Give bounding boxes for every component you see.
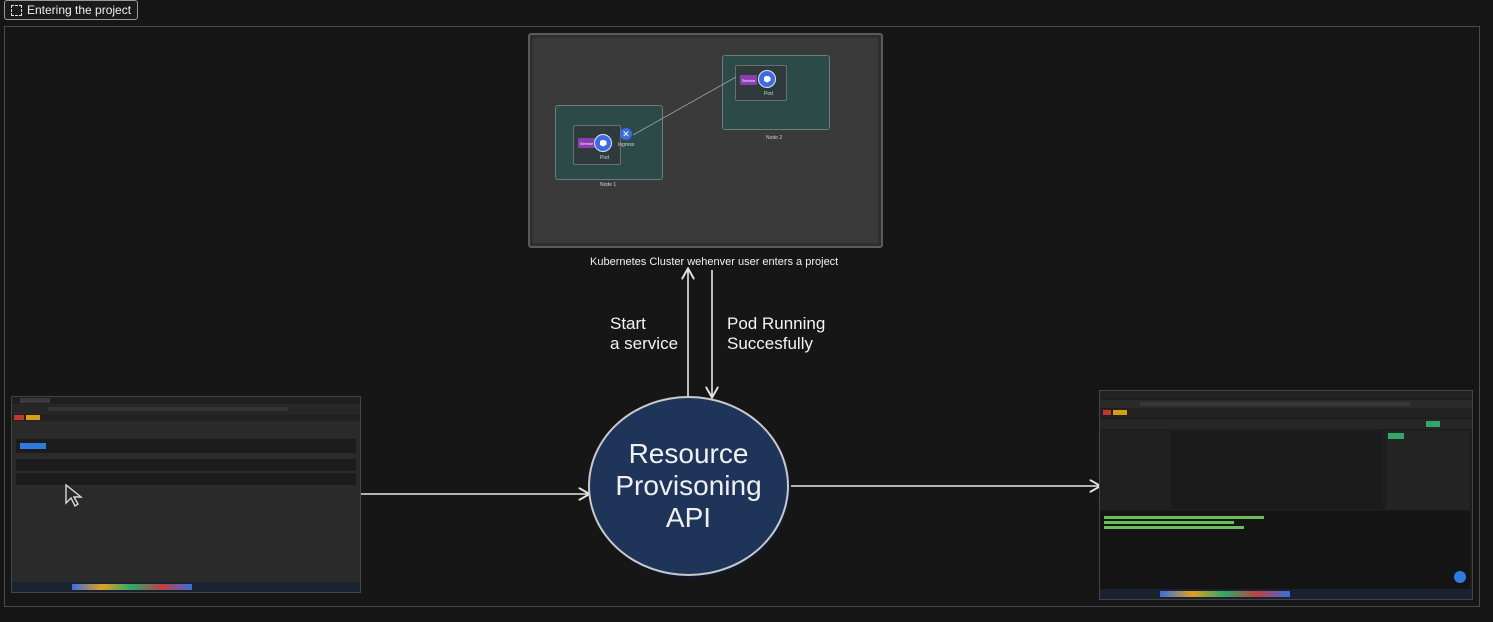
service-chip: Service xyxy=(578,138,595,148)
resource-provisioning-api: Resource Provisoning API xyxy=(588,396,789,576)
pod-label: Pod xyxy=(600,155,609,161)
node-1-label: Node 1 xyxy=(600,182,617,188)
cluster-connection xyxy=(632,76,737,136)
pod-box-node-1: Service Pod xyxy=(573,125,621,165)
cursor-icon xyxy=(65,483,83,508)
cluster-caption: Kubernetes Cluster wehenver user enters … xyxy=(590,256,839,268)
service-chip: Service xyxy=(740,75,757,85)
pod-running-label: Pod Running Succesfully xyxy=(727,314,825,354)
frame-title: Entering the project xyxy=(27,3,132,17)
service-label: Service xyxy=(579,140,594,146)
api-line-1: Resource xyxy=(628,438,749,469)
pod-box-node-2: Service Pod xyxy=(735,65,787,101)
pod-icon xyxy=(594,134,612,152)
start-service-label: Start a service xyxy=(610,314,678,354)
kubernetes-cluster-image: Service Pod ✕ Ingress Node 1 Service Pod… xyxy=(528,33,883,248)
pod-label: Pod xyxy=(764,91,773,97)
api-line-3: API xyxy=(665,502,712,533)
start-line-1: Start xyxy=(610,314,646,333)
pod-icon xyxy=(758,70,776,88)
pod-line-2: Succesfully xyxy=(727,334,813,353)
ide-screenshot-right xyxy=(1099,390,1473,600)
start-line-2: a service xyxy=(610,334,679,353)
frame-tag[interactable]: Entering the project xyxy=(4,0,139,20)
ingress-label: Ingress xyxy=(618,142,635,148)
api-line-2: Provisoning xyxy=(615,470,762,501)
node-2-label: Node 2 xyxy=(766,135,783,141)
ingress-icon: ✕ xyxy=(620,128,632,140)
frame-icon xyxy=(11,4,22,16)
pod-line-1: Pod Running xyxy=(727,314,826,333)
node-1: Service Pod ✕ Ingress xyxy=(555,105,663,180)
diagram-frame xyxy=(4,26,1480,607)
service-label: Service xyxy=(741,77,756,83)
browser-screenshot-left xyxy=(11,396,361,593)
node-2: Service Pod xyxy=(722,55,830,130)
